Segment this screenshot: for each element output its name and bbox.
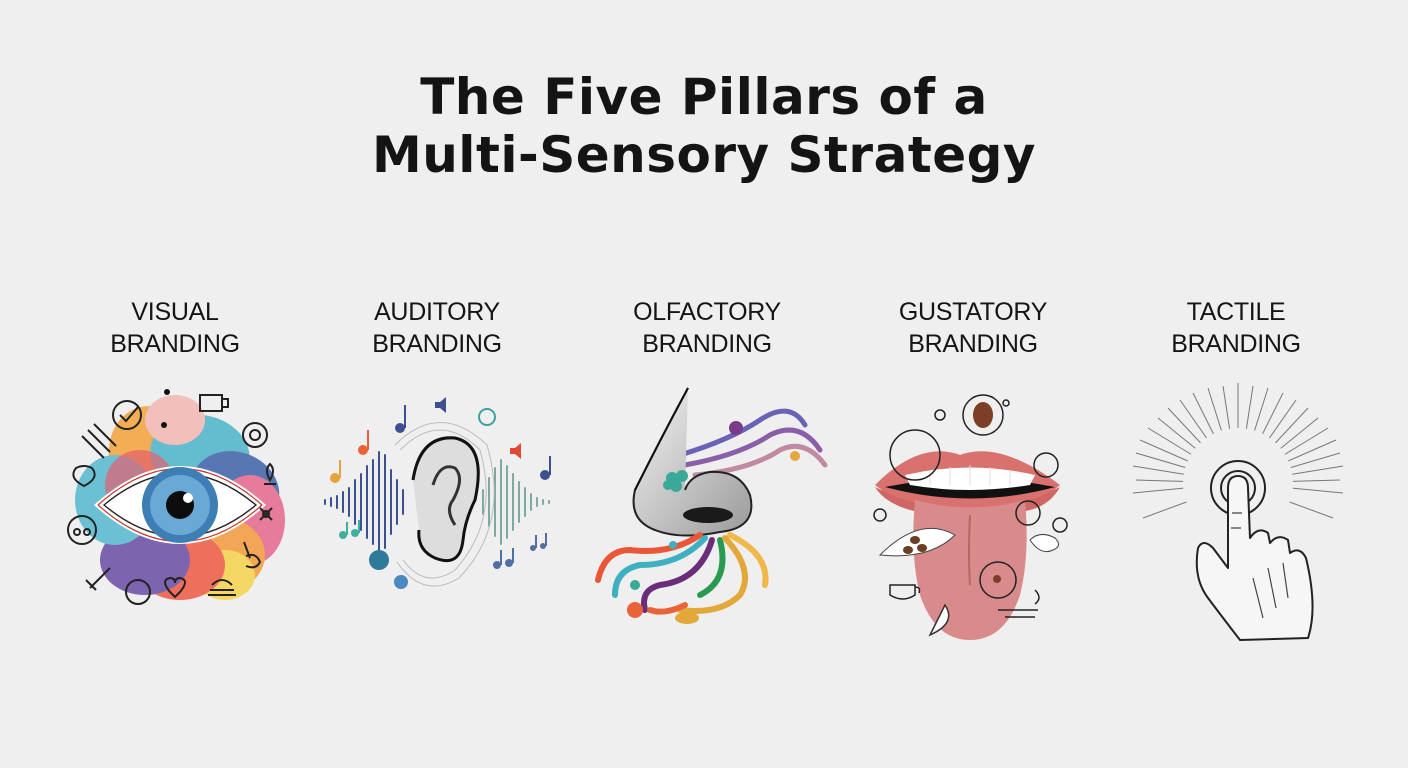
ear-icon [315,390,565,600]
pillar-label: VISUAL BRANDING [110,298,240,358]
pillar-visual: VISUAL BRANDING [45,296,305,360]
pillar-tactile: TACTILE BRANDING [1106,296,1366,360]
tongue-icon [860,385,1080,650]
eye-icon [60,380,300,620]
pillar-gustatory: GUSTATORY BRANDING [843,296,1103,360]
pillar-label: AUDITORY BRANDING [372,298,502,358]
touch-hand-icon [1128,378,1348,648]
pillar-label: GUSTATORY BRANDING [898,298,1048,358]
pillar-label: OLFACTORY BRANDING [633,298,781,358]
pillar-auditory: AUDITORY BRANDING [307,296,567,360]
title-line-2: Multi-Sensory Strategy [371,126,1037,184]
page-title: The Five Pillars of a Multi-Sensory Stra… [0,68,1408,184]
title-line-1: The Five Pillars of a [420,68,988,126]
pillar-olfactory: OLFACTORY BRANDING [577,296,837,360]
pillar-label: TACTILE BRANDING [1171,298,1301,358]
nose-icon [590,380,840,630]
